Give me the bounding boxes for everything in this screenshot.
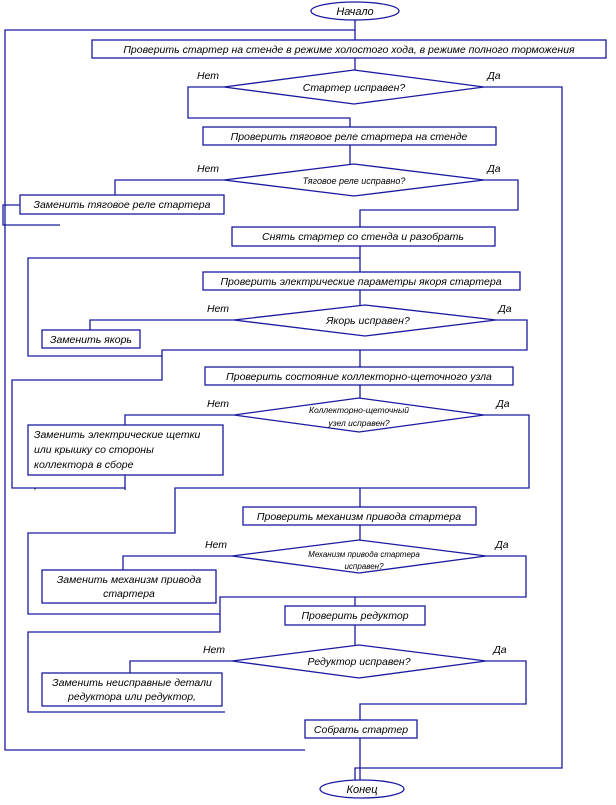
connector-d1-no (187, 86, 351, 127)
step-replace-brush-line-3: коллектора в сборе (34, 459, 134, 471)
decision-brush-ok: Коллекторно-щеточный узел исправен? Нет … (207, 397, 510, 433)
step-check-starter-text: Проверить стартер на стенде в режиме хол… (123, 44, 575, 56)
connector-armature-loop (27, 246, 361, 357)
decision-starter-ok-shape (223, 69, 485, 105)
connector-d6-yes (359, 660, 527, 720)
step-check-drive: Проверить механизм привода стартера (242, 506, 477, 526)
decision-starter-ok-yes: Да (486, 70, 500, 82)
connector-lines (2, 20, 563, 780)
step-replace-drive: Заменить механизм привода стартера (41, 569, 217, 604)
decision-brush-ok-line-1: Коллекторно-щеточный (309, 405, 409, 415)
decision-starter-ok-no: Нет (197, 70, 219, 82)
step-replace-reducer-line-1: Заменить неисправные детали (52, 677, 212, 689)
decision-relay-ok: Тяговое реле исправно? Нет Да (197, 163, 501, 197)
step-check-armature: Проверить электрические параметры якоря … (202, 271, 521, 291)
step-replace-relay-text: Заменить тяговое реле стартера (34, 199, 211, 211)
decision-drive-ok-no: Нет (205, 539, 227, 551)
decision-brush-ok-line-2: узел исправен? (327, 418, 389, 428)
step-remove-starter-box (231, 226, 496, 247)
step-replace-armature: Заменить якорь (41, 329, 141, 349)
decision-brush-ok-no: Нет (207, 398, 229, 410)
decision-reducer-ok-no: Нет (203, 644, 225, 656)
connector-d5-no (122, 555, 232, 570)
decision-drive-ok-line-2: исправен? (344, 562, 384, 571)
step-replace-brush-note: , (34, 480, 37, 492)
start-terminal: Начало (310, 1, 400, 21)
decision-drive-ok-line-1: Механизм привода стартера (308, 550, 420, 559)
step-check-relay-box (202, 126, 497, 146)
start-terminal-shape (310, 1, 400, 21)
step-check-starter-box (91, 39, 607, 59)
step-check-brush: Проверить состояние коллекторно-щеточног… (204, 366, 514, 386)
decision-relay-ok-text: Тяговое реле исправно? (303, 176, 406, 186)
decision-drive-ok-yes: Да (494, 539, 508, 551)
start-label: Начало (336, 6, 373, 18)
step-check-reducer: Проверить редуктор (284, 605, 426, 626)
step-check-reducer-box (284, 605, 426, 626)
step-replace-relay-box (19, 194, 225, 215)
step-replace-armature-box (41, 329, 141, 349)
connector-d4-no (124, 414, 234, 425)
step-replace-brush: Заменить электрические щетки или крышку … (27, 424, 224, 492)
connector-d4-yes (27, 414, 530, 615)
decision-drive-ok-shape (231, 539, 487, 574)
step-replace-drive-line-1: Заменить механизм привода (57, 574, 202, 586)
end-terminal-shape (319, 779, 405, 799)
decision-armature-ok-shape (233, 304, 497, 337)
decision-reducer-ok-text: Редуктор исправен? (307, 656, 410, 668)
decision-reducer-ok-yes: Да (492, 644, 506, 656)
connector-d6-no (129, 660, 232, 673)
step-replace-drive-box (41, 569, 217, 604)
step-check-drive-box (242, 506, 477, 526)
connector-d5-yes (27, 555, 527, 713)
decision-starter-ok: Стартер исправен? Нет Да (197, 69, 501, 105)
step-replace-brush-line-2: или крышку со стороны (34, 444, 154, 456)
decision-relay-ok-shape (223, 163, 485, 197)
connector-d2-no (114, 179, 224, 195)
decision-drive-ok: Механизм привода стартера исправен? Нет … (205, 539, 509, 574)
connector-d3-yes (11, 319, 528, 489)
step-check-armature-box (202, 271, 521, 291)
step-replace-drive-line-2: стартера (103, 588, 155, 600)
step-replace-reducer-box (41, 672, 223, 707)
decision-reducer-ok: Редуктор исправен? Нет Да (203, 644, 507, 679)
step-replace-relay: Заменить тяговое реле стартера (19, 194, 225, 215)
connector-loop-main (4, 29, 355, 751)
connector-replace-relay-back (2, 204, 60, 226)
end-terminal: Конец (319, 779, 405, 799)
step-check-armature-text: Проверить электрические параметры якоря … (220, 276, 501, 288)
step-remove-starter: Снять стартер со стенда и разобрать (231, 226, 496, 247)
step-replace-armature-text: Заменить якорь (50, 334, 132, 346)
decision-armature-ok-no: Нет (207, 303, 229, 315)
step-check-brush-text: Проверить состояние коллекторно-щеточног… (226, 371, 492, 383)
step-check-relay-text: Проверить тяговое реле стартера на стенд… (231, 131, 468, 143)
step-replace-brush-line-1: Заменить электрические щетки (34, 429, 201, 441)
step-check-drive-text: Проверить механизм привода стартера (257, 511, 461, 523)
connector-d2-yes (359, 179, 519, 227)
decision-relay-ok-yes: Да (486, 163, 500, 175)
step-replace-brush-box (27, 424, 224, 476)
connector-d3-no (89, 319, 234, 330)
decision-brush-ok-yes: Да (495, 398, 509, 410)
step-check-relay: Проверить тяговое реле стартера на стенд… (202, 126, 497, 146)
decision-starter-ok-text: Стартер исправен? (303, 82, 406, 94)
end-label: Конец (346, 784, 377, 796)
step-check-starter: Проверить стартер на стенде в режиме хол… (91, 39, 607, 59)
decision-armature-ok-yes: Да (497, 303, 511, 315)
step-assemble-text: Собрать стартер (314, 724, 408, 736)
step-replace-reducer: Заменить неисправные детали редуктора ил… (41, 672, 223, 707)
decision-relay-ok-no: Нет (197, 163, 219, 175)
decision-brush-ok-shape (233, 397, 485, 433)
step-check-brush-box (204, 366, 514, 386)
connector-d1-yes (354, 86, 563, 780)
decision-armature-ok: Якорь исправен? Нет Да (207, 303, 512, 337)
decision-armature-ok-text: Якорь исправен? (325, 315, 410, 327)
step-replace-reducer-line-2: редуктора или редуктор, (67, 691, 196, 703)
step-assemble-box (304, 719, 418, 739)
step-assemble: Собрать стартер (304, 719, 418, 739)
step-check-reducer-text: Проверить редуктор (301, 610, 408, 622)
step-remove-starter-text: Снять стартер со стенда и разобрать (262, 231, 464, 243)
decision-reducer-ok-shape (231, 644, 487, 679)
